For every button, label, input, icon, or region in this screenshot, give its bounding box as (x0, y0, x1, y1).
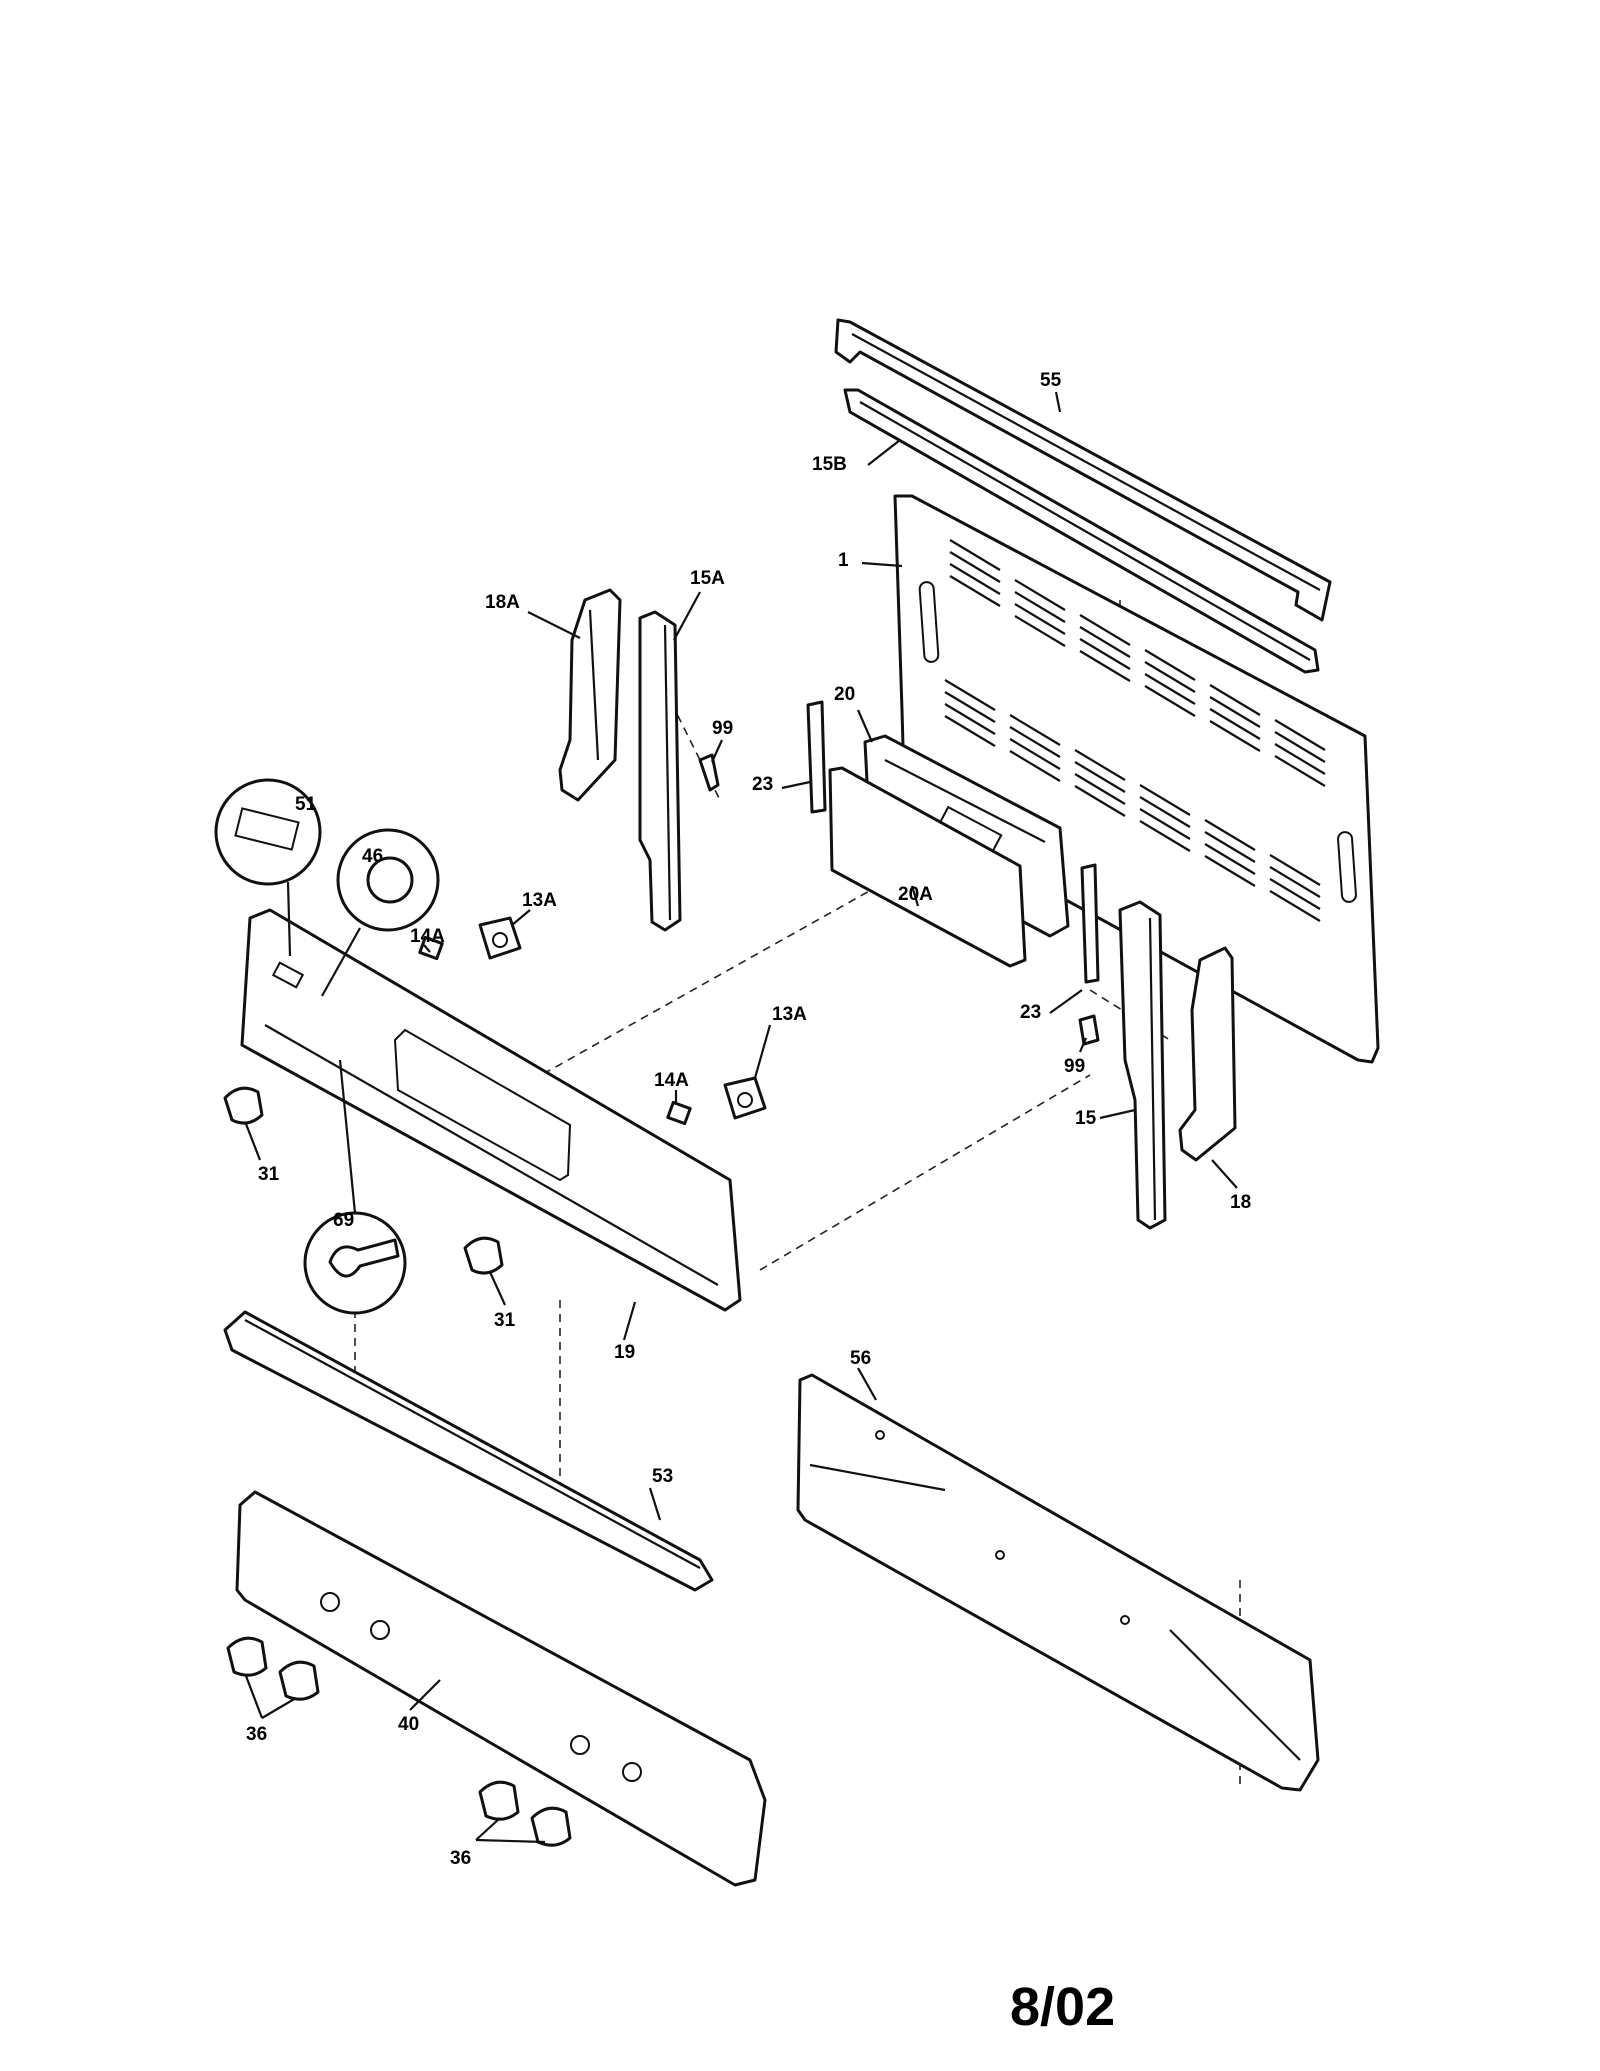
callout-15b: 15B (812, 454, 847, 475)
switch-14a-upper-part (418, 935, 444, 961)
callout-36-right: 36 (450, 1848, 471, 1869)
callout-69: 69 (333, 1210, 354, 1231)
callout-51: 51 (295, 794, 317, 815)
callout-36-left: 36 (246, 1724, 267, 1745)
left-side-bracket-part (558, 588, 622, 802)
overlay-panel-part (828, 766, 1027, 968)
rail-53-part (223, 1310, 714, 1592)
knob-31-right-part (463, 1236, 504, 1275)
right-side-bracket-part (1178, 946, 1237, 1162)
small-bracket-lower-part (1078, 1014, 1100, 1046)
callout-14a-lower: 14A (654, 1070, 689, 1091)
knobs-36-right-part (478, 1780, 572, 1847)
callout-55: 55 (1040, 370, 1062, 391)
trim-strip-part (843, 388, 1320, 674)
bracket-23-left-part (806, 700, 827, 814)
callout-20a: 20A (898, 884, 933, 905)
callout-31-left: 31 (258, 1164, 280, 1185)
callout-23-right: 23 (1020, 1002, 1041, 1023)
callout-99-lower: 99 (1064, 1056, 1085, 1077)
revision-date: 8/02 (1010, 1977, 1115, 2037)
callout-31-right: 31 (494, 1310, 516, 1331)
callout-labels: 55 15B 1 18A 15A 99 20 23 51 46 14A 13A … (246, 370, 1251, 1869)
callout-15: 15 (1075, 1108, 1097, 1129)
callout-99-upper: 99 (712, 718, 733, 739)
switch-14a-lower-part (666, 1100, 692, 1126)
callout-18: 18 (1230, 1192, 1251, 1213)
lower-panel-40-part (235, 1490, 767, 1887)
knob-31-left-part (223, 1086, 264, 1125)
badge-inset-part (214, 778, 322, 957)
control-panel-part (240, 908, 742, 1312)
callout-20: 20 (834, 684, 855, 705)
callout-40: 40 (398, 1714, 419, 1735)
callout-56: 56 (850, 1348, 871, 1369)
callout-14a-upper: 14A (410, 926, 445, 947)
back-panel-part (893, 494, 1380, 1064)
back-panel-vents (944, 539, 1326, 922)
switch-13a-lower-part (723, 1076, 767, 1120)
callout-23-left: 23 (752, 774, 773, 795)
left-side-rail-part (638, 610, 682, 932)
leader-lines (244, 391, 1238, 1844)
top-trim-part (834, 318, 1332, 622)
callout-18a: 18A (485, 592, 520, 613)
screw-inset-part (303, 1059, 407, 1315)
bracket-23-right-part (1080, 863, 1100, 984)
callout-13a-upper: 13A (522, 890, 557, 911)
callout-15a: 15A (690, 568, 725, 589)
button-inset-part (321, 828, 440, 997)
callout-1: 1 (838, 550, 849, 571)
right-side-rail-part (1118, 900, 1167, 1230)
knobs-36-left-part (226, 1636, 320, 1701)
switch-13a-upper-part (478, 916, 522, 960)
bottom-panel-56-part (796, 1373, 1320, 1792)
callout-13a-lower: 13A (772, 1004, 807, 1025)
callout-46: 46 (362, 846, 383, 867)
callout-53: 53 (652, 1466, 673, 1487)
small-bracket-upper-part (698, 753, 720, 792)
callout-19: 19 (614, 1342, 635, 1363)
